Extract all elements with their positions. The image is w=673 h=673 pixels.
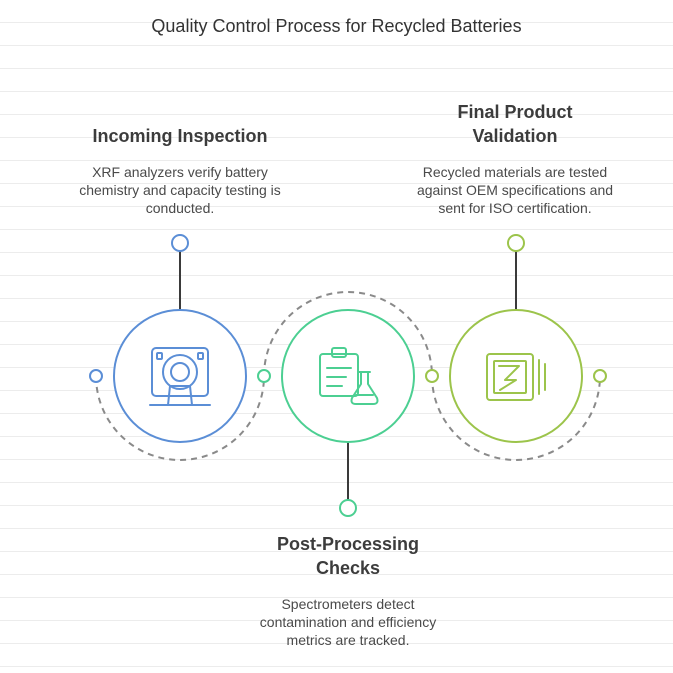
step-circle-incoming-inspection	[113, 309, 247, 443]
dashed-arc-final	[431, 375, 601, 461]
diagram-title: Quality Control Process for Recycled Bat…	[151, 16, 522, 36]
step-heading-final-product-validation: Final Product Validation	[457, 102, 573, 146]
step-circle-final-product-validation	[449, 309, 583, 443]
scanner-icon	[149, 347, 211, 406]
marker-right-final	[593, 369, 607, 383]
marker-left-final	[425, 369, 439, 383]
marker-left-post-processing	[257, 369, 271, 383]
step-description-post-processing-checks: Spectrometers detect contamination and e…	[259, 596, 437, 648]
marker-top-incoming	[171, 234, 189, 252]
dashed-arc-post-processing	[263, 291, 433, 377]
lab-report-icon	[319, 347, 379, 405]
marker-left-incoming	[89, 369, 103, 383]
marker-bottom-post-processing	[339, 499, 357, 517]
dashed-arc-incoming	[95, 375, 265, 461]
marker-top-final	[507, 234, 525, 252]
step-circle-post-processing-checks	[281, 309, 415, 443]
step-description-final-product-validation: Recycled materials are tested against OE…	[416, 164, 614, 216]
step-heading-post-processing-checks: Post-Processing Checks	[276, 534, 420, 578]
step-heading-incoming-inspection: Incoming Inspection	[92, 126, 268, 146]
step-description-incoming-inspection: XRF analyzers verify battery chemistry a…	[79, 164, 281, 216]
certificate-icon	[486, 353, 546, 401]
